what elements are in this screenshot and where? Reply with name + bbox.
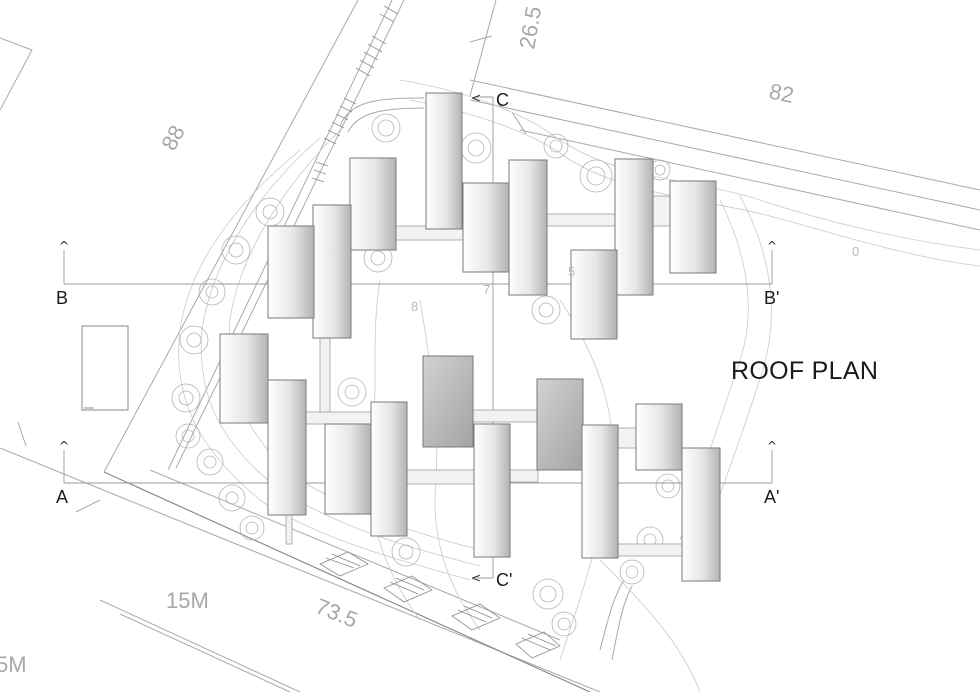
section-marker-a: A	[56, 487, 68, 507]
roof-volume	[422, 355, 474, 448]
roof-volume	[462, 182, 510, 273]
roof-volume	[614, 158, 654, 296]
roof-volume	[635, 403, 683, 471]
section-arrows: ^ ^ ^ ^ < <	[59, 91, 777, 585]
dimension-label-15m: 15M	[166, 588, 209, 613]
level-label-0: 0	[852, 244, 859, 259]
roof-volume	[219, 333, 269, 424]
dimension-labels: 88 26.5 82 15M 73.5 5M	[0, 4, 796, 677]
roof-volume	[669, 180, 717, 274]
page-title: ROOF PLAN	[731, 357, 878, 385]
roof-volume	[312, 204, 352, 339]
roof-volume	[267, 379, 307, 516]
roof-volume	[581, 424, 619, 559]
section-marker-b: B	[56, 288, 68, 308]
roof-volume	[267, 225, 315, 319]
roof-volume	[473, 423, 511, 558]
hatched-elements	[311, 5, 561, 659]
dimension-label-88: 88	[156, 121, 190, 154]
arrow-left-icon: <	[471, 571, 481, 585]
roof-volume	[324, 423, 372, 515]
section-lines	[63, 96, 773, 579]
section-marker-a-prime: A'	[764, 487, 779, 507]
roof-volume	[349, 157, 397, 251]
section-marker-b-prime: B'	[764, 288, 779, 308]
roof-volume	[425, 92, 463, 230]
roof-volume	[508, 159, 548, 296]
level-label-5: 5	[568, 264, 575, 279]
roof-volume	[536, 378, 584, 471]
roof-volume	[681, 447, 721, 582]
level-labels: 0 8 7 5	[411, 244, 859, 314]
arrow-up-icon: ^	[767, 239, 777, 253]
roof-volume	[370, 401, 408, 537]
dimension-label-73-5: 73.5	[312, 593, 361, 632]
arrow-up-icon: ^	[767, 439, 777, 453]
dimension-label-5m: 5M	[0, 652, 27, 677]
dimension-label-26-5: 26.5	[514, 4, 546, 51]
section-markers: B B' A A' C C'	[56, 90, 779, 590]
arrow-up-icon: ^	[59, 239, 69, 253]
level-label-7: 7	[483, 282, 490, 297]
landscape-trees	[171, 113, 681, 637]
arrow-left-icon: <	[471, 91, 481, 105]
section-marker-c-prime: C'	[496, 570, 512, 590]
section-marker-c: C	[496, 90, 509, 110]
arrow-up-icon: ^	[59, 439, 69, 453]
roof-volumes	[219, 92, 721, 582]
roof-volume	[570, 249, 618, 340]
level-label-8: 8	[411, 299, 418, 314]
dimension-label-82: 82	[767, 78, 796, 108]
